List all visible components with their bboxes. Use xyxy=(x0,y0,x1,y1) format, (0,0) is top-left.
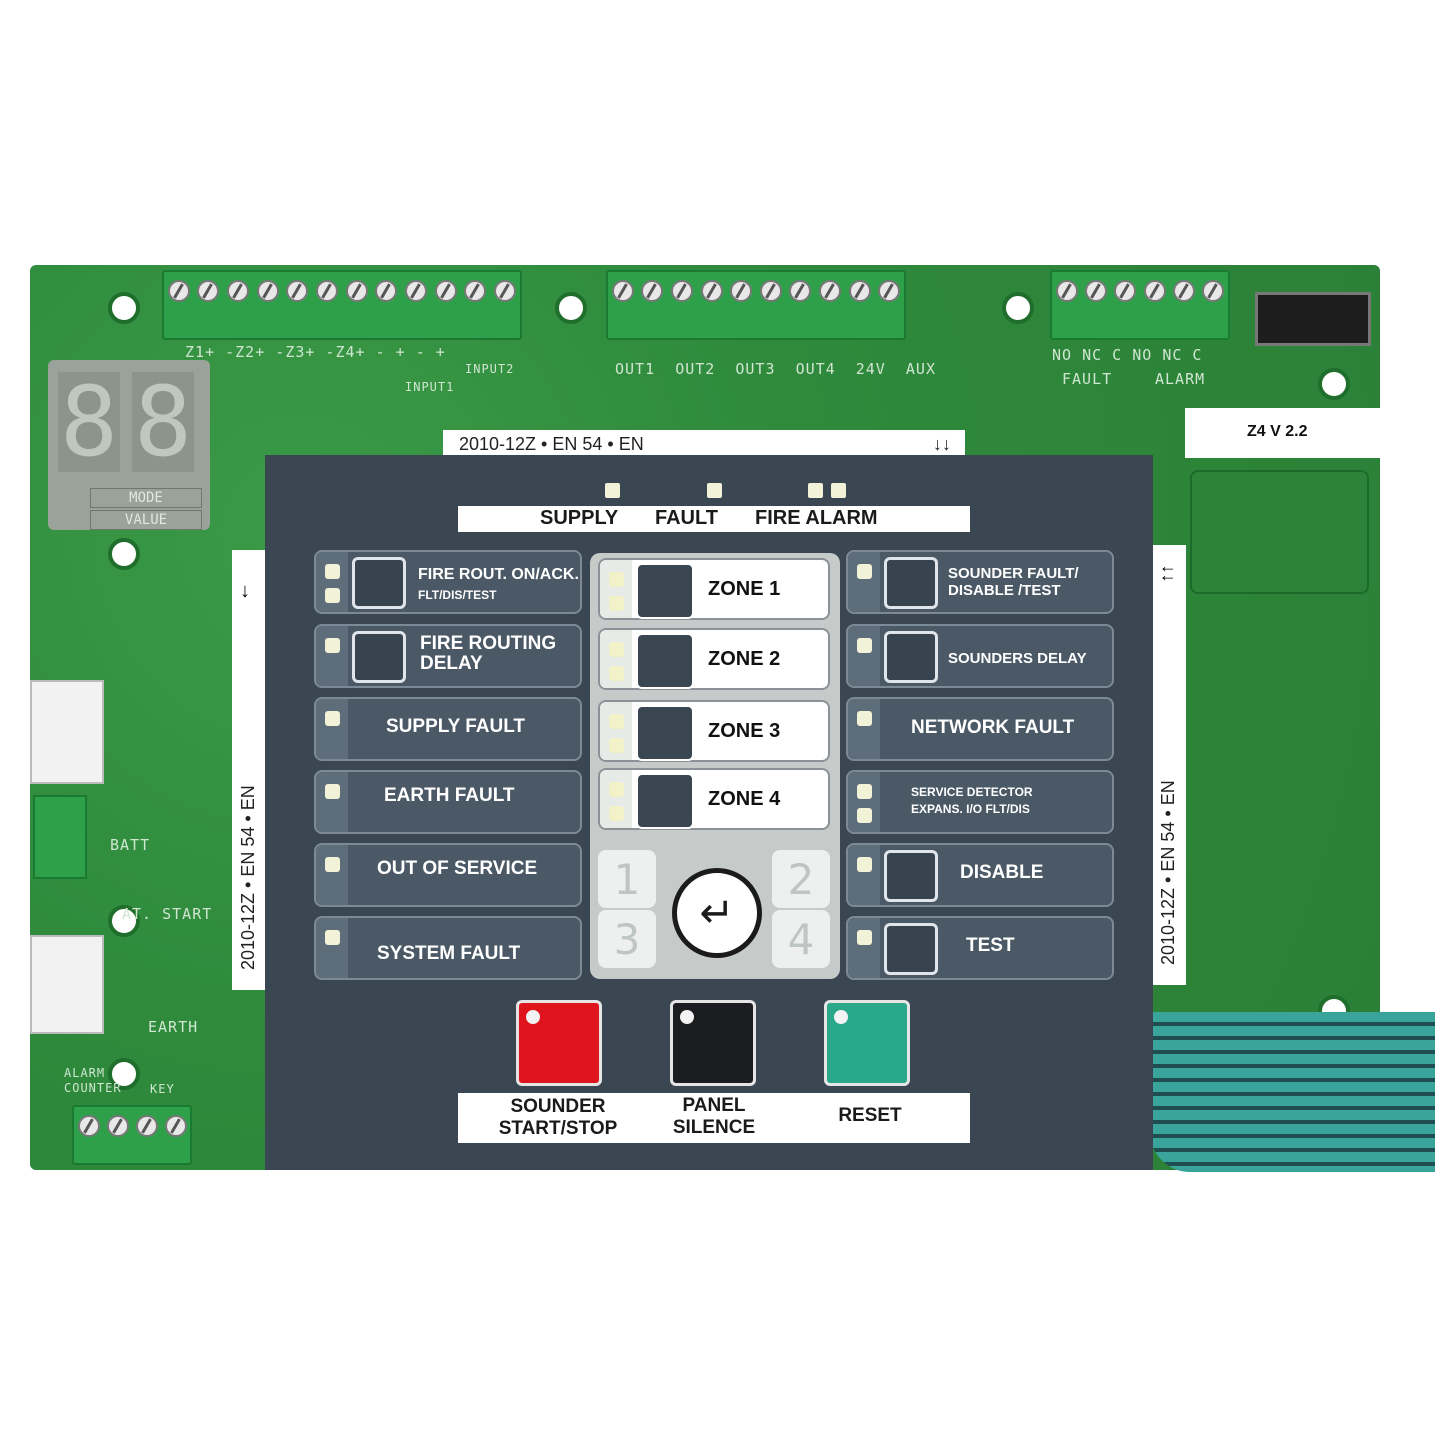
counter-terminal-block xyxy=(72,1105,192,1165)
earth-fault-indicator: EARTH FAULT xyxy=(314,770,582,834)
fire-routing-delay-label: FIRE ROUTING DELAY xyxy=(420,633,557,674)
key-3-down[interactable]: 3 xyxy=(598,910,656,968)
panel-silence-button[interactable] xyxy=(670,1000,756,1086)
zone-1-button[interactable]: ZONE 1 xyxy=(598,558,830,620)
reset-label: RESET xyxy=(838,1105,902,1126)
earth-label: EARTH xyxy=(148,1018,199,1036)
panel-silence-label: PANEL SILENCE xyxy=(672,1095,756,1138)
system-fault-label: SYSTEM FAULT xyxy=(377,943,521,964)
fire-rout-ack-sub-label: FLT/DIS/TEST xyxy=(418,588,497,602)
test-button[interactable]: TEST xyxy=(846,916,1114,980)
fire-alarm-led-2 xyxy=(831,483,846,498)
sounders-delay-button[interactable]: SOUNDERS DELAY xyxy=(846,624,1114,688)
fire-rout-ack-button[interactable]: FIRE ROUT. ON/ACK. FLT/DIS/TEST xyxy=(314,550,582,614)
system-fault-indicator: SYSTEM FAULT xyxy=(314,916,582,980)
digit-right: 8 xyxy=(132,372,194,472)
power-connector xyxy=(30,935,104,1034)
pcb-trace-outline xyxy=(1190,470,1369,594)
mounting-hole xyxy=(108,905,140,937)
zone-terminal-labels: Z1+ -Z2+ -Z3+ -Z4+ - + - + xyxy=(185,343,446,361)
key-label: KEY xyxy=(150,1082,175,1096)
batt-terminal xyxy=(33,795,87,879)
mode-label: MODE xyxy=(90,488,202,508)
value-label: VALUE xyxy=(90,510,202,530)
sounder-start-stop-button[interactable] xyxy=(516,1000,602,1086)
mounting-hole xyxy=(108,538,140,570)
mounting-hole xyxy=(1002,292,1034,324)
bottom-label-strip xyxy=(458,1093,970,1143)
service-detector-label: SERVICE DETECTOR EXPANS. I/O FLT/DIS xyxy=(911,785,1033,816)
mounting-hole xyxy=(1318,368,1350,400)
status-strip xyxy=(458,506,970,532)
key-2-up[interactable]: 2 xyxy=(772,850,830,908)
zone-4-button[interactable]: ZONE 4 xyxy=(598,768,830,830)
out-of-service-label: OUT OF SERVICE xyxy=(377,858,538,879)
network-fault-label: NETWORK FAULT xyxy=(911,717,1075,738)
input1-label: INPUT1 xyxy=(405,380,455,394)
zone-3-button[interactable]: ZONE 3 xyxy=(598,700,830,762)
supply-led xyxy=(605,483,620,498)
zone-1-label: ZONE 1 xyxy=(708,578,781,600)
zone-3-label: ZONE 3 xyxy=(708,720,781,742)
standard-strip-top: 2010-12Z • EN 54 • EN ↓↓ xyxy=(443,430,965,458)
ribbon-cable xyxy=(1150,1012,1435,1172)
standard-strip-right: 2010-12Z • EN 54 • EN ↑↑ xyxy=(1152,545,1186,985)
output-labels: OUT1 OUT2 OUT3 OUT4 24V AUX xyxy=(615,360,936,378)
supply-status-label: SUPPLY xyxy=(540,507,619,529)
disable-label: DISABLE xyxy=(960,862,1044,883)
seven-segment-display: 8 8 MODE VALUE xyxy=(48,360,210,530)
sounder-fault-label: SOUNDER FAULT/ DISABLE /TEST xyxy=(948,565,1079,599)
fault-relay-label: FAULT xyxy=(1062,370,1113,388)
digit-left: 8 xyxy=(58,372,120,472)
service-detector-indicator: SERVICE DETECTOR EXPANS. I/O FLT/DIS xyxy=(846,770,1114,834)
fault-status-label: FAULT xyxy=(655,507,718,529)
enter-icon: ↵ xyxy=(699,889,735,936)
fire-alarm-led-1 xyxy=(808,483,823,498)
relay-terminal-block xyxy=(1050,270,1230,340)
mounting-hole xyxy=(108,1058,140,1090)
fire-routing-delay-button[interactable]: FIRE ROUTING DELAY xyxy=(314,624,582,688)
out-of-service-indicator: OUT OF SERVICE xyxy=(314,843,582,907)
fault-led xyxy=(707,483,722,498)
reset-button[interactable] xyxy=(824,1000,910,1086)
standard-strip-left: 2010-12Z • EN 54 • EN ↓ xyxy=(232,550,266,990)
sounders-delay-label: SOUNDERS DELAY xyxy=(948,650,1087,667)
relay-contact-labels: NO NC C NO NC C xyxy=(1052,346,1203,364)
key-1-up[interactable]: 1 xyxy=(598,850,656,908)
sounder-fault-disable-test-button[interactable]: SOUNDER FAULT/ DISABLE /TEST xyxy=(846,550,1114,614)
earth-fault-label: EARTH FAULT xyxy=(384,785,515,806)
battery-connector xyxy=(30,680,104,784)
mounting-hole xyxy=(555,292,587,324)
output-terminal-block xyxy=(606,270,906,340)
alarm-counter-label: ALARM COUNTER xyxy=(64,1066,122,1095)
zone-terminal-block xyxy=(162,270,522,340)
input2-label: INPUT2 xyxy=(465,362,515,376)
zone-4-label: ZONE 4 xyxy=(708,788,781,810)
disable-button[interactable]: DISABLE xyxy=(846,843,1114,907)
fire-alarm-status-label: FIRE ALARM xyxy=(755,507,878,529)
zone-2-button[interactable]: ZONE 2 xyxy=(598,628,830,690)
network-fault-indicator: NETWORK FAULT xyxy=(846,697,1114,761)
test-label: TEST xyxy=(966,935,1015,956)
enter-button[interactable]: ↵ xyxy=(672,868,762,958)
fire-rout-ack-label: FIRE ROUT. ON/ACK. xyxy=(418,566,579,583)
batt-label: BATT xyxy=(110,836,151,854)
key-4-down[interactable]: 4 xyxy=(772,910,830,968)
alarm-relay-label: ALARM xyxy=(1155,370,1206,388)
ribbon-header xyxy=(1255,292,1371,346)
version-sticker: Z4 V 2.2 xyxy=(1185,408,1385,458)
version-label: Z4 V 2.2 xyxy=(1247,423,1308,440)
mounting-hole xyxy=(108,292,140,324)
supply-fault-indicator: SUPPLY FAULT xyxy=(314,697,582,761)
sounder-start-stop-label: SOUNDER START/STOP xyxy=(498,1096,618,1139)
supply-fault-label: SUPPLY FAULT xyxy=(386,716,526,737)
bat-start-label: AT. START xyxy=(122,905,213,923)
zone-2-label: ZONE 2 xyxy=(708,648,781,670)
